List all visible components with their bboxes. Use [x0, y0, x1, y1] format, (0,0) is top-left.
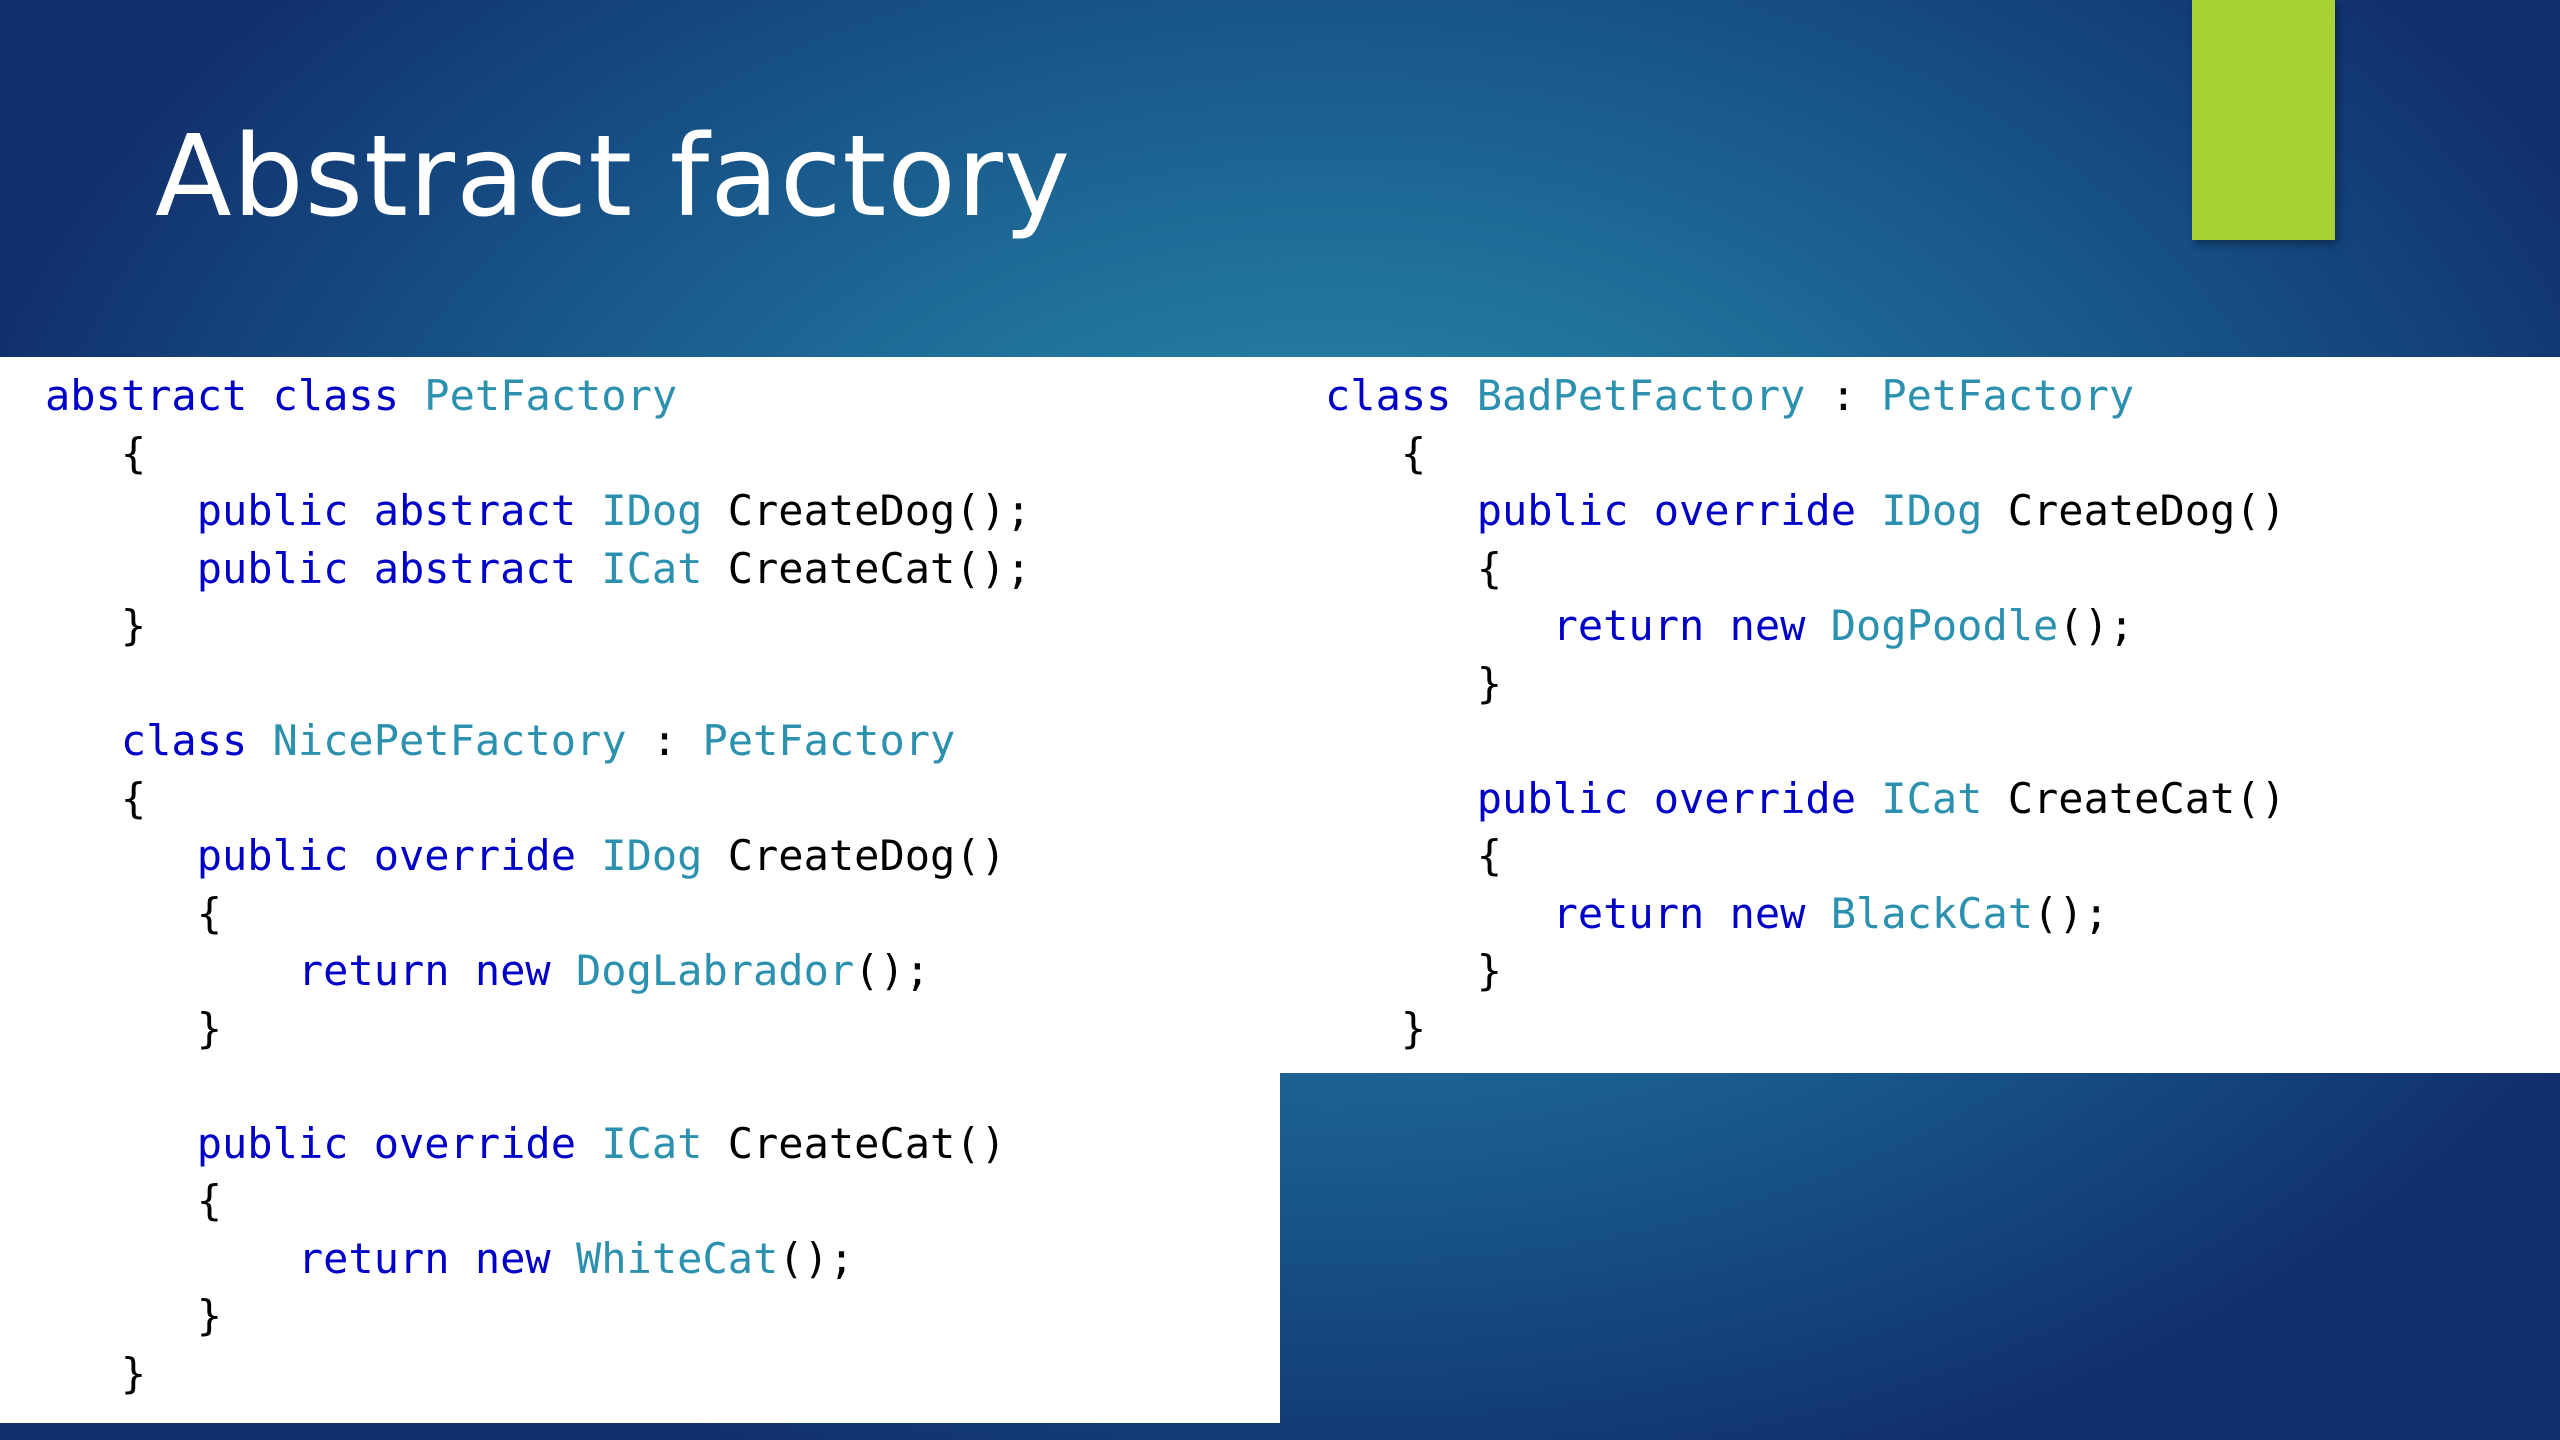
code-line: {: [45, 770, 1031, 828]
code-token: return new: [45, 1233, 577, 1283]
code-line: class BadPetFactory : PetFactory: [1325, 367, 2286, 425]
code-token: PetFactory: [702, 716, 956, 765]
code-token: public abstract: [45, 486, 602, 535]
code-block-bad-pet-factory: class BadPetFactory : PetFactory { publi…: [1325, 367, 2286, 1057]
code-token: CreateCat(): [2007, 773, 2286, 823]
code-token: return new: [1325, 601, 1831, 650]
code-line: }: [45, 1000, 1031, 1058]
code-token: CreateDog(): [727, 831, 1006, 880]
code-line: [45, 655, 1031, 713]
code-token: IDog: [601, 486, 728, 535]
code-token: {: [45, 888, 223, 938]
code-token: NicePetFactory: [272, 716, 652, 765]
accent-bar: [2192, 0, 2335, 240]
code-token: IDog: [601, 831, 728, 880]
code-token: abstract class: [45, 371, 425, 420]
code-line: abstract class PetFactory: [45, 367, 1031, 425]
code-line: public abstract IDog CreateDog();: [45, 482, 1031, 540]
code-panel-left: [0, 357, 1280, 1423]
code-line: }: [45, 597, 1031, 655]
code-line: }: [1325, 942, 2286, 1000]
code-line: {: [1325, 827, 2286, 885]
code-token: ICat: [601, 543, 728, 593]
code-token: IDog: [1881, 486, 2008, 535]
code-token: CreateCat(): [727, 1118, 1006, 1168]
code-line: {: [1325, 540, 2286, 598]
code-token: }: [45, 1348, 147, 1398]
code-token: ICat: [601, 1118, 728, 1168]
code-line: return new DogLabrador();: [45, 942, 1031, 1000]
code-line: public override IDog CreateDog(): [45, 827, 1031, 885]
code-line: return new BlackCat();: [1325, 885, 2286, 943]
code-line: }: [45, 1287, 1031, 1345]
code-line: }: [1325, 655, 2286, 713]
code-block-pet-factory: abstract class PetFactory { public abstr…: [45, 367, 1031, 1402]
code-token: CreateDog(): [2007, 486, 2286, 535]
code-line: return new WhiteCat();: [45, 1230, 1031, 1288]
code-line: [1325, 712, 2286, 770]
code-line: {: [45, 1172, 1031, 1230]
code-line: {: [45, 885, 1031, 943]
code-token: PetFactory: [424, 371, 678, 420]
code-token: {: [45, 1176, 223, 1225]
code-token: class: [45, 716, 273, 765]
code-line: public override ICat CreateCat(): [45, 1115, 1031, 1173]
code-token: :: [1830, 371, 1882, 420]
code-token: {: [1325, 543, 1503, 593]
code-line: public override IDog CreateDog(): [1325, 482, 2286, 540]
code-token: ();: [854, 946, 931, 995]
code-token: :: [651, 716, 703, 765]
code-line: }: [45, 1345, 1031, 1403]
code-token: DogPoodle: [1830, 601, 2059, 650]
code-token: {: [45, 428, 147, 478]
code-line: public override ICat CreateCat(): [1325, 770, 2286, 828]
code-token: {: [1325, 831, 1503, 880]
code-token: }: [45, 1003, 223, 1053]
code-token: ();: [2033, 888, 2109, 938]
code-token: class: [1325, 371, 1477, 420]
code-token: CreateCat();: [727, 543, 1032, 593]
code-token: ICat: [1881, 773, 2008, 823]
slide-title: Abstract factory: [155, 112, 1072, 242]
code-token: {: [1325, 428, 1427, 478]
code-line: }: [1325, 1000, 2286, 1058]
code-token: }: [1325, 658, 1503, 708]
code-token: BadPetFactory: [1476, 371, 1831, 420]
code-token: return new: [1325, 888, 1831, 938]
code-token: public override: [1325, 486, 1882, 535]
code-token: public override: [1325, 773, 1882, 823]
code-token: }: [1325, 1003, 1427, 1053]
code-line: {: [45, 425, 1031, 483]
code-token: }: [45, 601, 147, 650]
code-line: public abstract ICat CreateCat();: [45, 540, 1031, 598]
code-line: [45, 1057, 1031, 1115]
code-panel-right: [1280, 357, 2560, 1073]
code-token: public abstract: [45, 543, 602, 593]
code-token: ();: [778, 1233, 855, 1283]
code-token: }: [1325, 946, 1503, 995]
code-token: CreateDog();: [727, 486, 1032, 535]
code-line: return new DogPoodle();: [1325, 597, 2286, 655]
code-token: public override: [45, 1118, 602, 1168]
code-token: WhiteCat: [576, 1233, 779, 1283]
code-token: }: [45, 1291, 223, 1340]
code-token: return new: [45, 946, 577, 995]
code-line: class NicePetFactory : PetFactory: [45, 712, 1031, 770]
code-token: public override: [45, 831, 602, 880]
code-token: BlackCat: [1830, 888, 2034, 938]
code-line: {: [1325, 425, 2286, 483]
code-token: ();: [2058, 601, 2135, 650]
code-token: DogLabrador: [576, 946, 855, 995]
code-token: {: [45, 773, 147, 823]
code-token: PetFactory: [1881, 371, 2135, 420]
